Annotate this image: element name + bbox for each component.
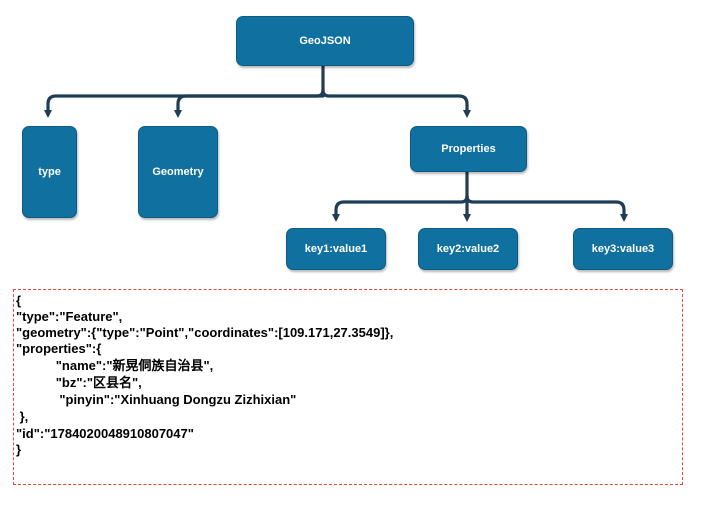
- json-line: "geometry":{"type":"Point","coordinates"…: [16, 325, 394, 340]
- json-line: }: [16, 442, 22, 457]
- geojson-example-box: { "type":"Feature", "geometry":{"type":"…: [13, 289, 683, 485]
- node-geometry: Geometry: [138, 126, 218, 218]
- node-geojson: GeoJSON: [236, 16, 414, 66]
- json-line: "name":"新晃侗族自治县",: [16, 358, 214, 373]
- json-line: {: [16, 293, 22, 308]
- connector-root-to-properties: [321, 88, 471, 118]
- json-line: "pinyin":"Xinhuang Dongzu Zizhixian": [16, 392, 297, 407]
- json-line: "properties":{: [16, 341, 102, 356]
- node-key3-value3: key3:value3: [573, 228, 673, 270]
- node-type: type: [22, 126, 77, 218]
- connector-properties-to-key1: [332, 194, 469, 222]
- connector-lines: [44, 64, 628, 222]
- node-key1-value1: key1:value1: [286, 228, 386, 270]
- connector-root-to-type: [44, 88, 325, 118]
- json-line: },: [16, 409, 29, 424]
- node-properties: Properties: [410, 126, 527, 172]
- json-line: "id":"1784020048910807047": [16, 426, 194, 441]
- connector-root-to-geometry: [174, 94, 325, 118]
- json-line: "bz":"区县名",: [16, 375, 142, 390]
- node-key2-value2: key2:value2: [418, 228, 518, 270]
- json-line: "type":"Feature",: [16, 309, 123, 324]
- geojson-structure-diagram: GeoJSON type Geometry Properties key1:va…: [22, 16, 673, 270]
- connector-properties-to-key3: [465, 194, 628, 222]
